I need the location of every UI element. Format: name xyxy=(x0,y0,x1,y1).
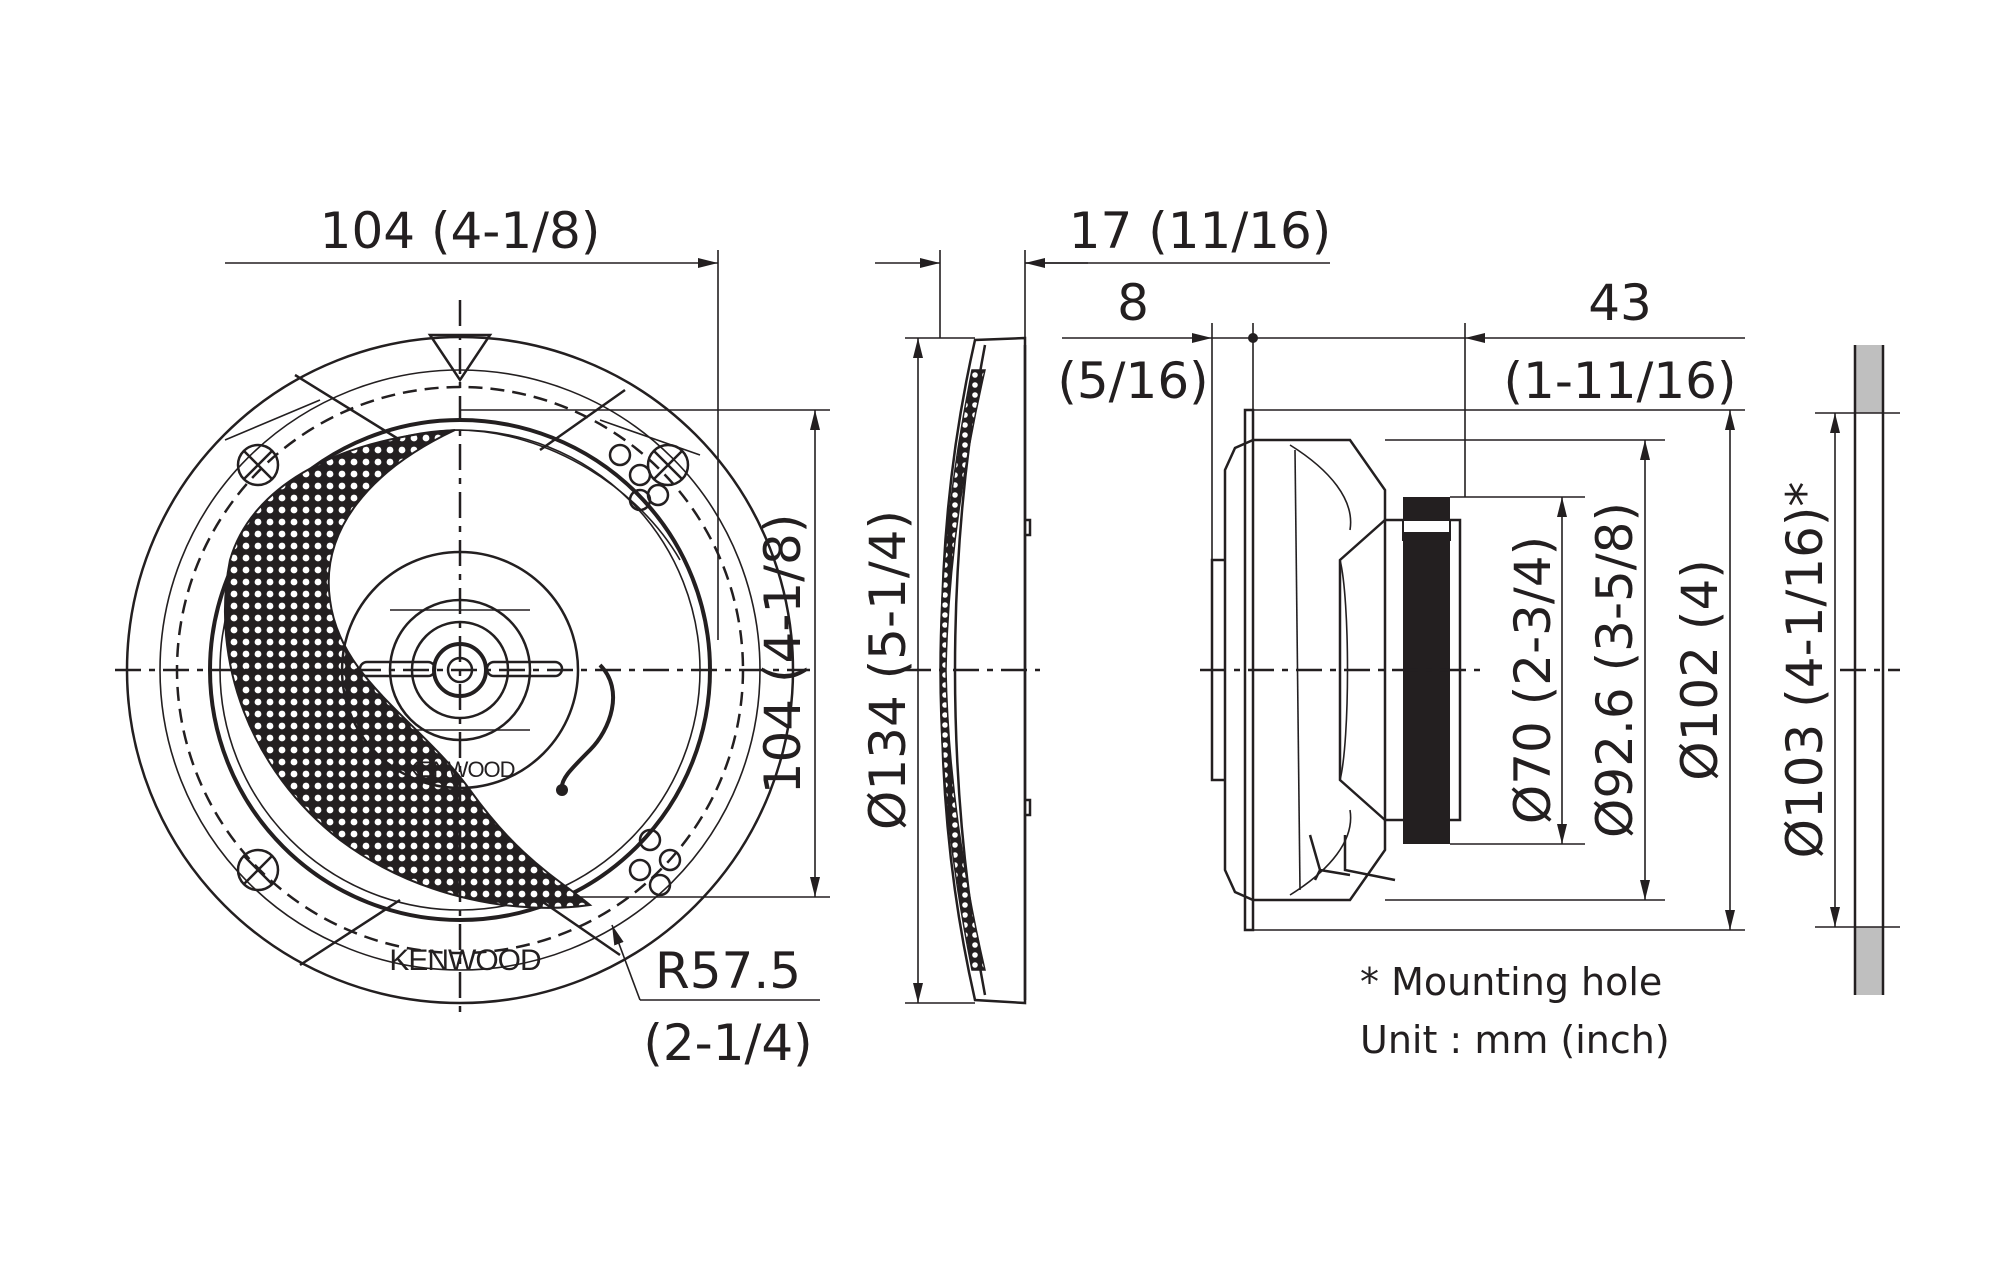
front-height-label: 104 (4-1/8) xyxy=(754,514,812,795)
tweeter-lead-wire xyxy=(559,663,616,791)
radius-inch-label: (2-1/4) xyxy=(643,1014,812,1072)
flange-depth-value-label: 8 xyxy=(1117,274,1149,332)
mounting-screw-top-left xyxy=(236,443,280,487)
mounting-screw-bottom-left xyxy=(236,848,280,892)
mount-depth-value-label: 43 xyxy=(1588,274,1652,332)
front-view: KENWOOD xyxy=(115,202,830,1072)
mounting-hole-note: * Mounting hole xyxy=(1360,960,1662,1004)
mount-depth-inch-label: (1-11/16) xyxy=(1504,352,1737,410)
flange-depth-inch-label: (5/16) xyxy=(1057,352,1208,410)
grille-depth-label: 17 (11/16) xyxy=(1069,202,1332,260)
basket-diameter-label: Ø102 (4) xyxy=(1671,559,1729,781)
radius-value-label: R57.5 xyxy=(655,942,801,1000)
front-width-label: 104 (4-1/8) xyxy=(320,202,601,260)
speaker-side-view: 8 (5/16) 43 (1-11/16) Ø70 (2-3/4) Ø92.6 … xyxy=(1057,274,1745,932)
radius-leader-line xyxy=(611,924,641,1001)
terminal-bumps-top xyxy=(608,443,670,512)
grille-mesh-left xyxy=(223,429,593,909)
brand-logo-large: KENWOOD xyxy=(389,944,541,977)
mounting-hole-diameter-label: Ø103 (4-1/16)* xyxy=(1776,482,1834,859)
magnet-diameter-label: Ø70 (2-3/4) xyxy=(1504,536,1562,824)
cone-diameter-label: Ø92.6 (3-5/8) xyxy=(1586,502,1644,838)
mounting-panel-view: Ø103 (4-1/16)* xyxy=(1776,345,1900,995)
mounting-screw-top-right xyxy=(646,443,690,487)
terminal-bumps-bottom xyxy=(628,828,682,897)
unit-note: Unit : mm (inch) xyxy=(1360,1018,1670,1062)
side-terminal xyxy=(1308,834,1351,881)
grille-side-view: 17 (11/16) Ø134 (5-1/4) xyxy=(859,202,1332,1005)
grille-side-mesh xyxy=(939,369,986,971)
